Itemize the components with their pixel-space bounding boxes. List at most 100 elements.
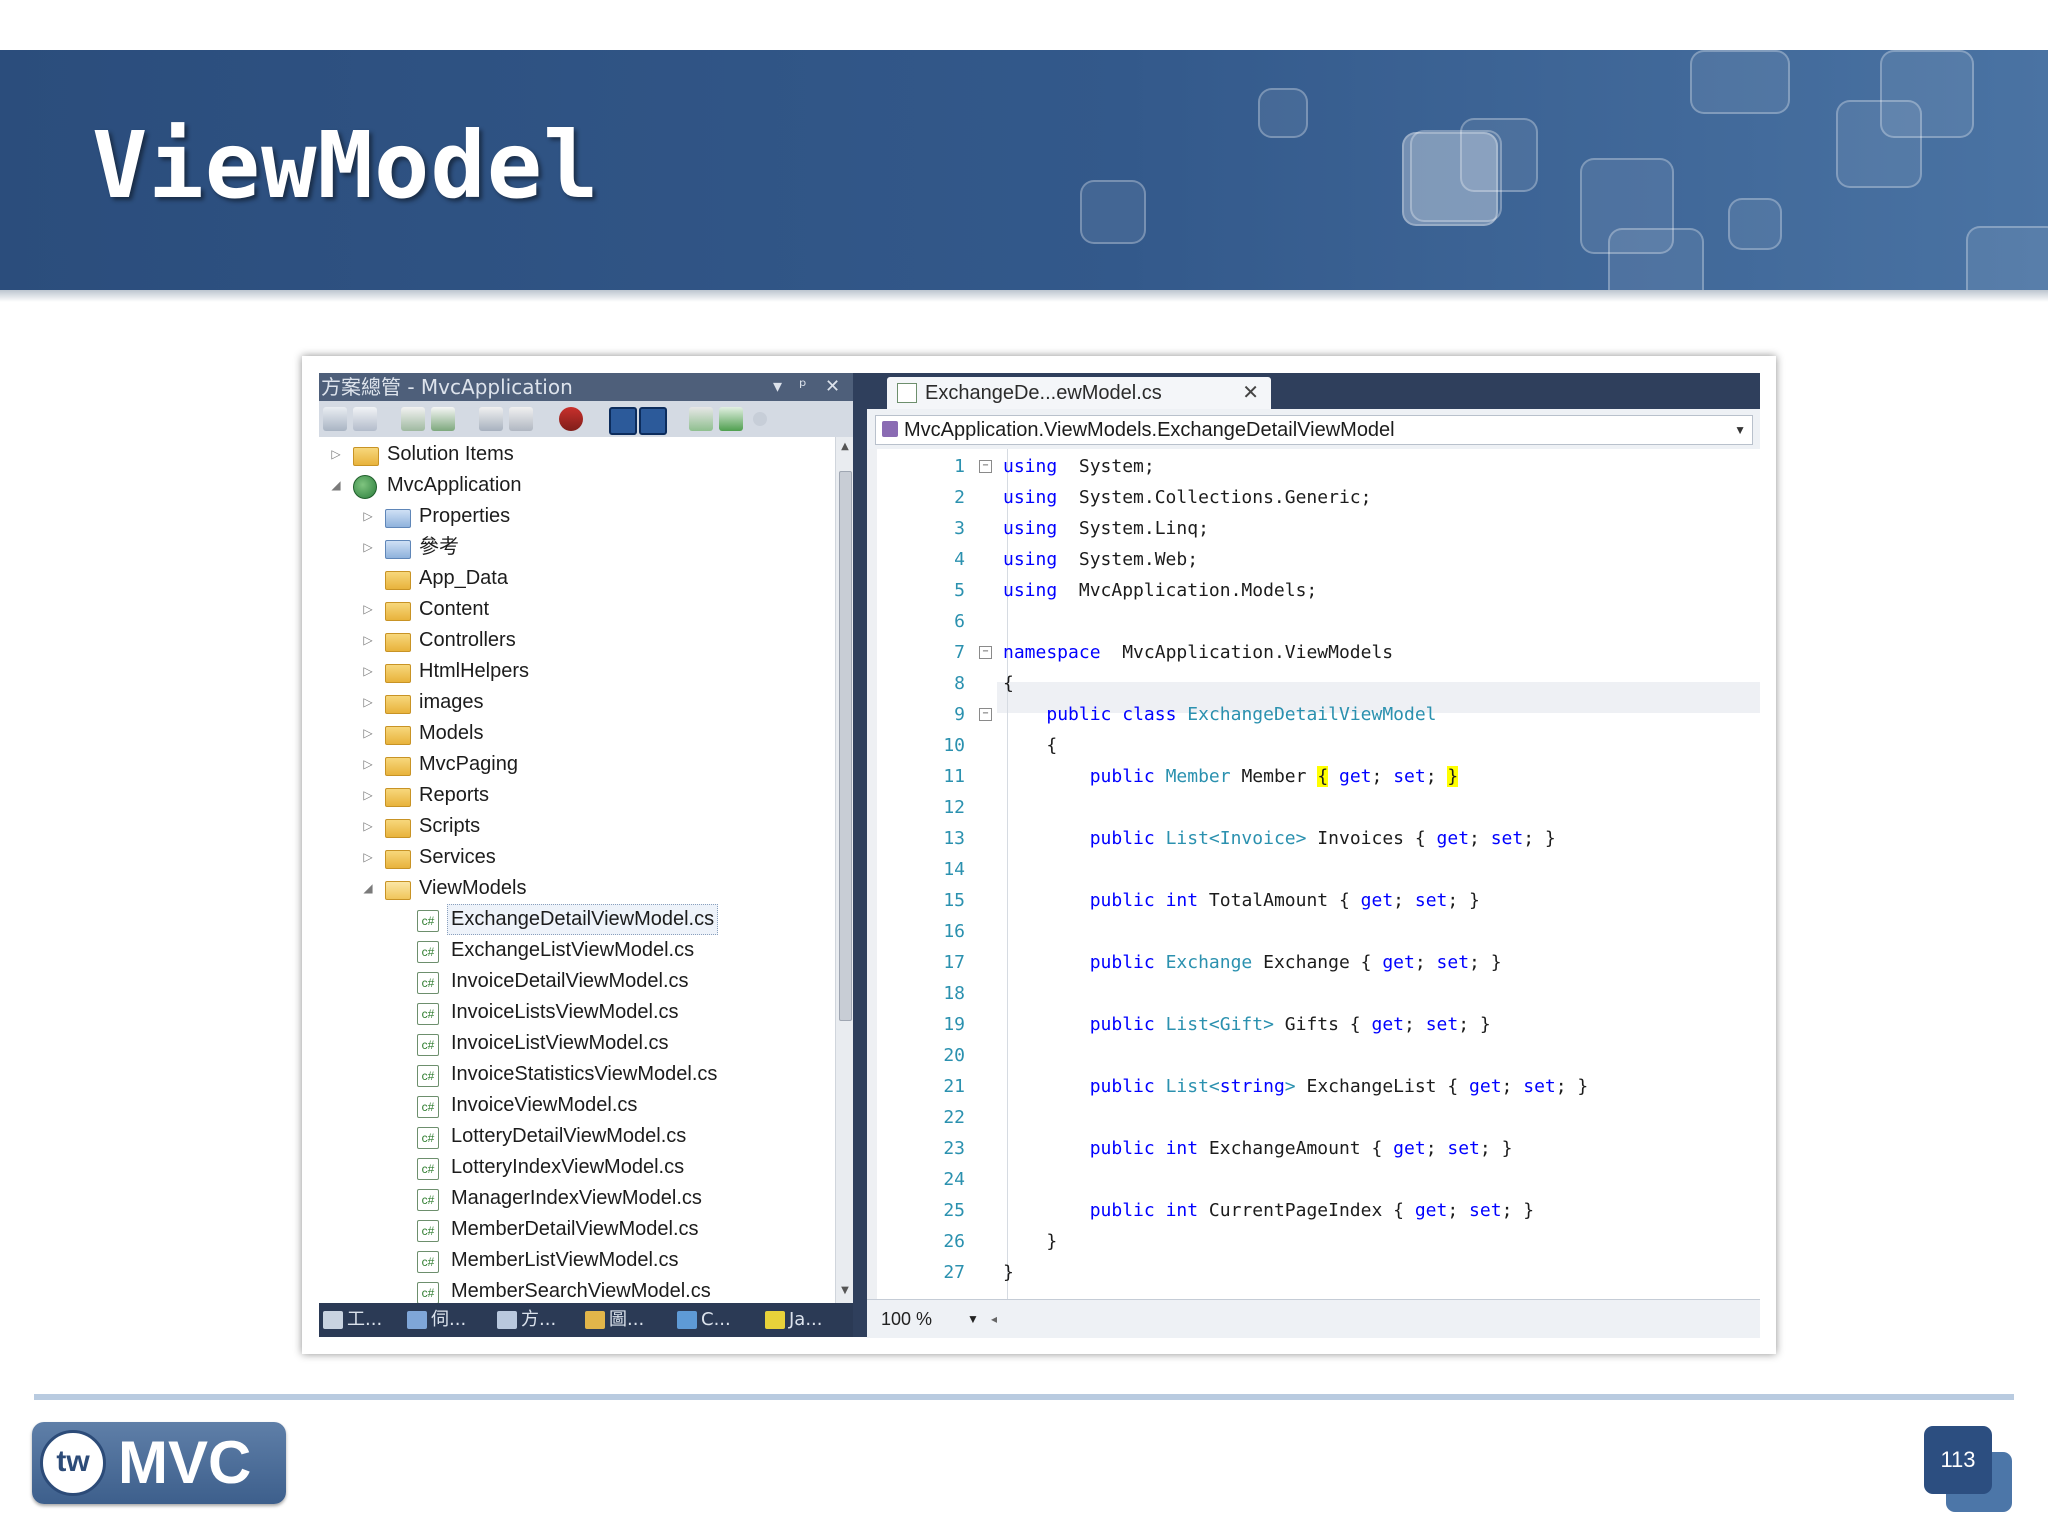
add-item-icon[interactable] [719,407,743,431]
refresh-icon[interactable] [401,407,425,431]
tree-folder-item[interactable]: ▷Properties [319,501,835,532]
logo-badge: tw [40,1430,106,1496]
tree-file-item[interactable]: c#MemberListViewModel.cs [319,1245,835,1276]
tree-folder-item[interactable]: ▷HtmlHelpers [319,656,835,687]
tree-folder-item[interactable]: ▷Models [319,718,835,749]
scrollbar-thumb[interactable] [839,471,852,1021]
expand-arrow-icon[interactable]: ▷ [363,602,373,616]
pin-icon[interactable]: ᵖ [799,376,807,397]
scroll-left-icon[interactable]: ◂ [991,1312,998,1326]
expand-arrow-icon[interactable]: ▷ [363,633,373,647]
solution-tree-scrollbar[interactable]: ▲ ▼ [835,437,854,1303]
class-diagram-icon[interactable] [609,407,637,435]
collapse-region-icon[interactable]: − [979,646,992,659]
properties-tool-icon[interactable] [323,407,347,431]
tree-file-item[interactable]: c#ExchangeListViewModel.cs [319,935,835,966]
dropdown-icon[interactable]: ▾ [773,376,783,397]
nest-files-icon[interactable] [431,407,455,431]
zoom-dropdown-icon[interactable]: ▼ [967,1312,979,1326]
line-number: 25 [943,1200,965,1221]
banner-shadow [0,290,2048,302]
zoom-level[interactable]: 100 % [881,1309,933,1329]
view-code-icon[interactable] [479,407,503,431]
tree-file-item[interactable]: c#LotteryIndexViewModel.cs [319,1152,835,1183]
tree-item-label: ExchangeListViewModel.cs [451,939,695,961]
tree-file-item[interactable]: c#InvoiceListViewModel.cs [319,1028,835,1059]
collapse-region-icon[interactable]: − [979,460,992,473]
tree-file-item[interactable]: c#LotteryDetailViewModel.cs [319,1121,835,1152]
tree-folder-item[interactable]: ▷images [319,687,835,718]
tree-file-item[interactable]: c#ManagerIndexViewModel.cs [319,1183,835,1214]
code-text: public int ExchangeAmount { get; set; } [1089,1138,1513,1159]
expand-arrow-icon[interactable]: ▷ [331,447,341,461]
tree-folder-item[interactable]: ▷MvcPaging [319,749,835,780]
code-line: 22 [867,1102,1760,1133]
tree-item-label: Content [419,598,490,620]
tree-file-item[interactable]: c#InvoiceViewModel.cs [319,1090,835,1121]
expand-arrow-icon[interactable]: ▷ [363,540,373,554]
collapse-all-icon[interactable] [639,407,667,435]
expand-arrow-icon[interactable]: ▷ [363,664,373,678]
line-number: 16 [943,921,965,942]
find-icon[interactable] [509,407,533,431]
tree-folder-item[interactable]: ◢ViewModels [319,873,835,904]
tree-folder-item[interactable]: ◢MvcApplication [319,470,835,501]
code-text: public Exchange Exchange { get; set; } [1089,952,1502,973]
tree-folder-item[interactable]: ▷Controllers [319,625,835,656]
folder-icon [385,664,411,683]
expand-arrow-icon[interactable]: ▷ [363,509,373,523]
tree-item-label: InvoiceListViewModel.cs [451,1032,669,1054]
expand-arrow-icon[interactable]: ▷ [363,850,373,864]
tool-window-tab[interactable]: 伺... [407,1308,466,1332]
current-line-highlight [997,682,1760,713]
tree-file-item[interactable]: c#MemberDetailViewModel.cs [319,1214,835,1245]
tree-item-label: Solution Items [387,443,514,465]
expand-arrow-icon[interactable]: ▷ [363,757,373,771]
expand-arrow-icon[interactable]: ▷ [363,788,373,802]
close-icon[interactable]: ✕ [825,376,841,397]
tool-window-tab-label: Ja... [789,1309,823,1330]
scroll-up-icon[interactable]: ▲ [841,441,849,452]
tree-file-item[interactable]: c#MemberSearchViewModel.cs [319,1276,835,1303]
decor-square [1580,158,1674,254]
tool-window-tab[interactable]: 工... [323,1308,382,1332]
tree-folder-item[interactable]: ▷參考 [319,532,835,563]
radiation-icon [765,1311,785,1329]
pane-splitter[interactable] [853,373,867,1337]
tool-window-tab-label: 方... [521,1309,557,1330]
asp-config-icon[interactable] [689,407,713,431]
tool-window-tab[interactable]: 方... [497,1308,556,1332]
tree-item-label: ManagerIndexViewModel.cs [451,1187,702,1209]
expand-arrow-icon[interactable]: ▷ [363,819,373,833]
tool-window-tab[interactable]: Ja... [765,1308,823,1332]
tree-folder-item[interactable]: ▷Reports [319,780,835,811]
tree-folder-item[interactable]: ▷Services [319,842,835,873]
overflow-icon[interactable] [753,412,767,426]
tree-folder-item[interactable]: ▷ Content [319,594,835,625]
tree-folder-item[interactable]: ▷ Solution Items [319,439,835,470]
code-line: 20 [867,1040,1760,1071]
collapse-region-icon[interactable]: − [979,708,992,721]
collapse-arrow-icon[interactable]: ◢ [363,881,373,895]
scroll-down-icon[interactable]: ▼ [841,1285,849,1296]
show-all-files-icon[interactable] [353,407,377,431]
tree-folder-item[interactable]: ▷Scripts [319,811,835,842]
tool-window-tab[interactable]: 圖... [585,1308,644,1332]
tree-file-item[interactable]: c#InvoiceDetailViewModel.cs [319,966,835,997]
document-tab[interactable]: ExchangeDe...ewModel.cs ✕ [887,377,1271,409]
tree-file-item[interactable]: c#InvoiceStatisticsViewModel.cs [319,1059,835,1090]
outline-guide [1007,449,1008,1299]
line-number: 26 [943,1231,965,1252]
tree-file-item[interactable]: c#InvoiceListsViewModel.cs [319,997,835,1028]
chevron-down-icon[interactable]: ▼ [1734,423,1746,437]
type-navigation-dropdown[interactable]: MvcApplication.ViewModels.ExchangeDetail… [875,415,1753,445]
tool-window-tab[interactable]: C... [677,1308,731,1332]
copy-website-icon[interactable] [559,407,583,431]
expand-arrow-icon[interactable]: ▷ [363,695,373,709]
close-tab-icon[interactable]: ✕ [1242,382,1259,404]
collapse-arrow-icon[interactable]: ◢ [331,478,341,492]
tree-folder-item[interactable]: App_Data [319,563,835,594]
tree-file-item[interactable]: c#ExchangeDetailViewModel.cs [319,904,835,935]
expand-arrow-icon[interactable]: ▷ [363,726,373,740]
